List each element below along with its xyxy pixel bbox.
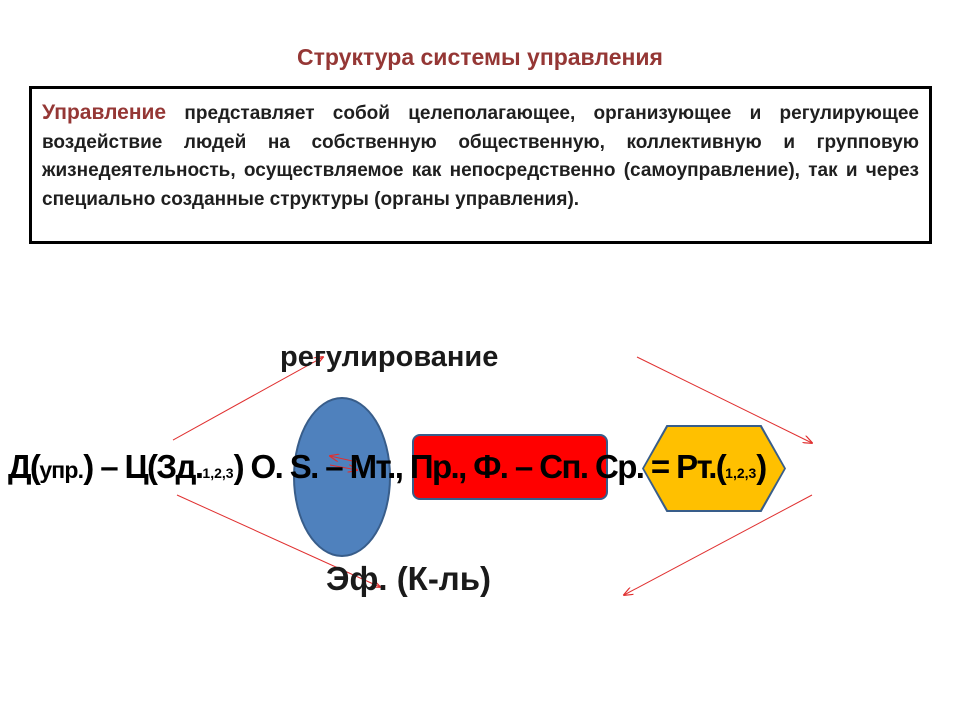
ellipse-shape: [293, 397, 391, 557]
management-formula: Д(упр.) – Ц(Зд.1,2,3) О. S. – Мт., Пр., …: [8, 444, 767, 496]
formula-subscript-2: 1,2,3: [725, 465, 757, 481]
arrow-to-efficiency: [176, 494, 380, 587]
arrow-to-regulation: [172, 357, 323, 441]
definition-paragraph: Управление представляет собой целеполага…: [42, 99, 919, 214]
slide-title: Структура системы управления: [297, 44, 663, 70]
formula-part-5: ): [756, 448, 767, 485]
hexagon-shape: [642, 425, 786, 512]
rectangle-shape: [412, 434, 608, 500]
arrow-regulation-to-right: [636, 356, 812, 443]
arrow-right-to-efficiency: [624, 494, 813, 595]
formula-part-4: ) О. S. – Мт., Пр., Ф. – Сп. Ср. = Рт.(: [233, 448, 727, 485]
definition-text: представляет собой целеполагающее, орган…: [42, 103, 919, 210]
definition-term: Управление: [42, 101, 167, 124]
arrow-short-left: [330, 456, 358, 463]
hexagon-fill: [644, 427, 784, 510]
formula-subscript-1: 1,2,3: [202, 465, 234, 481]
formula-part-1: Д(: [8, 448, 41, 485]
regulation-label: регулирование: [280, 341, 499, 373]
formula-part-2: упр.: [39, 457, 84, 483]
definition-box: Управление представляет собой целеполага…: [29, 86, 932, 244]
formula-part-3: ) – Ц(Зд.: [83, 448, 204, 485]
efficiency-label: Эф. (К-ль): [326, 560, 492, 597]
arrow-short-right: [329, 465, 357, 470]
